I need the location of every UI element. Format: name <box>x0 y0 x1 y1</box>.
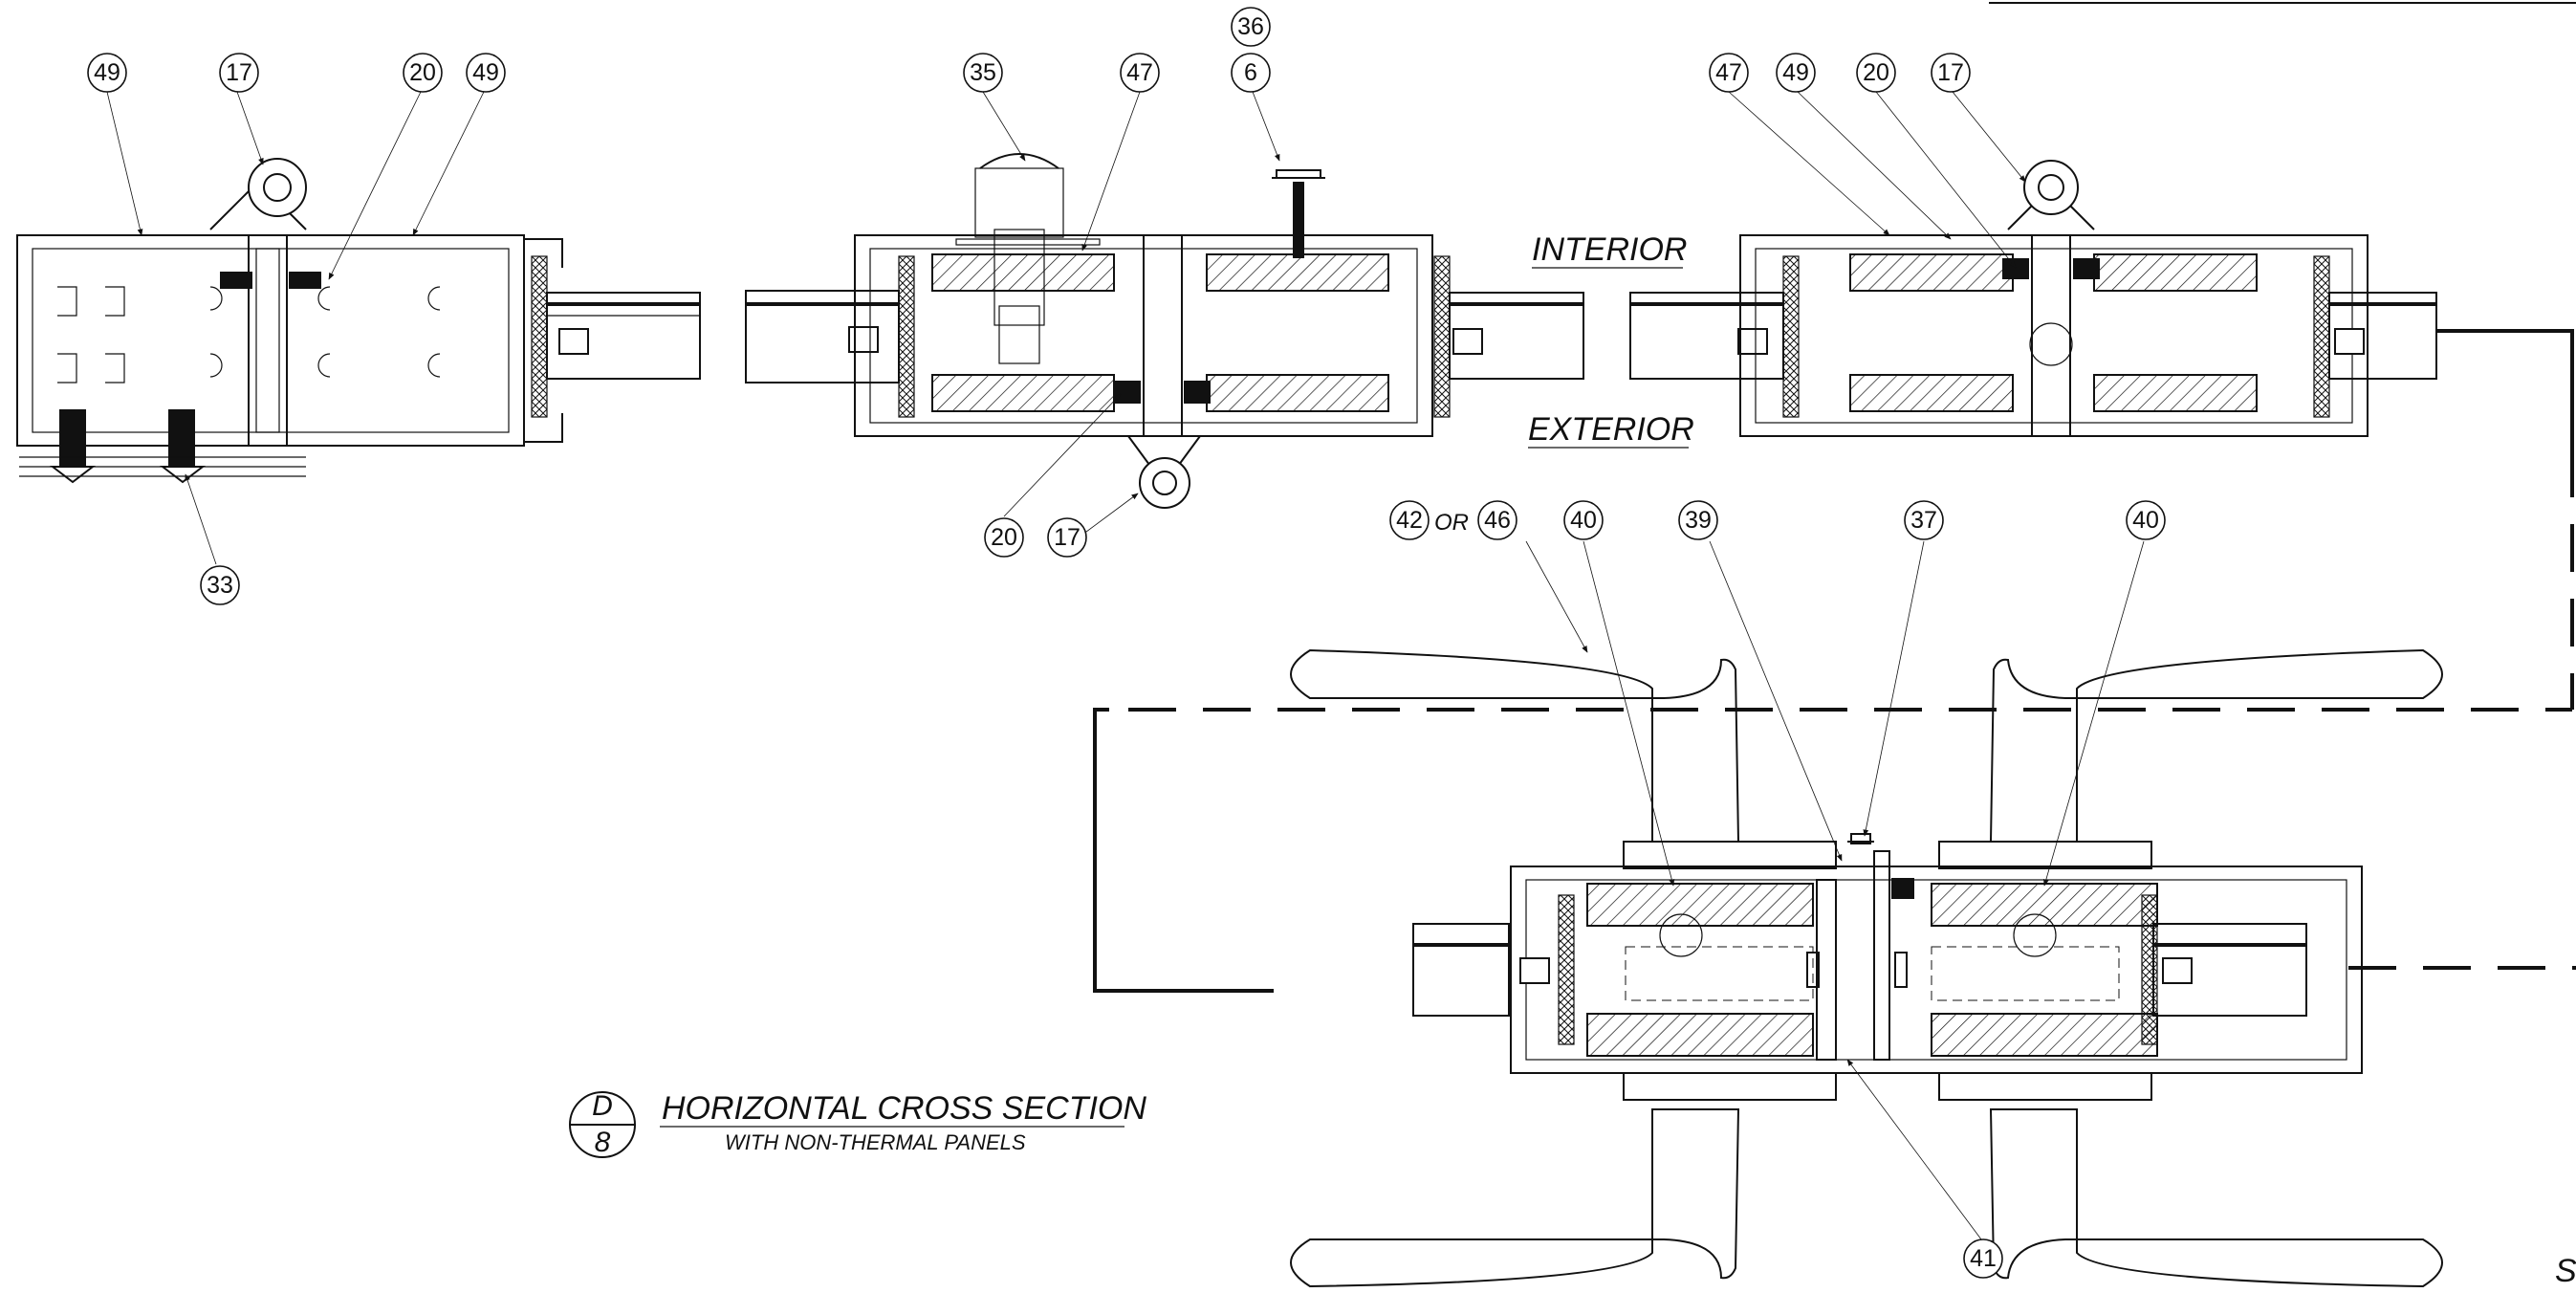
callout-47-center: 47 <box>1120 53 1160 93</box>
callout-49-left: 49 <box>87 53 127 93</box>
callout-20-center: 20 <box>984 517 1024 558</box>
svg-text:35: 35 <box>970 59 996 86</box>
svg-text:20: 20 <box>409 59 436 86</box>
callout-47-right: 47 <box>1709 53 1749 93</box>
detail-outline <box>1093 329 2576 993</box>
section-marker: D 8 <box>569 1090 636 1158</box>
svg-text:40: 40 <box>1570 507 1597 534</box>
section-number: 8 <box>595 1127 611 1158</box>
edge-letter: S <box>2555 1253 2576 1289</box>
svg-text:17: 17 <box>226 59 252 86</box>
svg-text:20: 20 <box>1863 59 1889 86</box>
left-frame-assembly <box>16 158 701 484</box>
exterior-label: EXTERIOR <box>1528 411 1694 448</box>
section-subtitle: WITH NON-THERMAL PANELS <box>725 1130 1026 1154</box>
callout-41: 41 <box>1963 1238 2003 1279</box>
svg-text:6: 6 <box>1244 59 1257 86</box>
callout-37: 37 <box>1904 500 1944 540</box>
interior-label: INTERIOR <box>1532 231 1687 268</box>
callout-17-left: 17 <box>219 53 259 93</box>
svg-text:49: 49 <box>472 59 499 86</box>
right-frame-assembly <box>1629 160 2437 437</box>
callout-36: 36 <box>1231 7 1271 47</box>
center-frame-assembly <box>745 153 1584 509</box>
svg-text:36: 36 <box>1237 13 1264 40</box>
callout-46: 46 <box>1477 500 1517 540</box>
svg-text:33: 33 <box>207 572 233 599</box>
callout-33: 33 <box>200 565 240 605</box>
svg-text:40: 40 <box>2132 507 2159 534</box>
svg-text:47: 47 <box>1715 59 1742 86</box>
svg-text:17: 17 <box>1054 524 1081 551</box>
callout-6: 6 <box>1231 53 1271 93</box>
svg-text:46: 46 <box>1484 507 1511 534</box>
svg-text:42: 42 <box>1396 507 1423 534</box>
callout-40-left: 40 <box>1563 500 1604 540</box>
door-hardware-detail <box>1290 648 2443 1288</box>
callout-42: 42 <box>1389 500 1430 540</box>
callout-49-left-second: 49 <box>466 53 506 93</box>
callout-35: 35 <box>963 53 1003 93</box>
callout-17-right: 17 <box>1931 53 1971 93</box>
section-title: HORIZONTAL CROSS SECTION <box>662 1090 1146 1127</box>
svg-text:49: 49 <box>1782 59 1809 86</box>
callout-20-right: 20 <box>1856 53 1896 93</box>
callout-49-right: 49 <box>1776 53 1816 93</box>
svg-text:41: 41 <box>1970 1245 1997 1272</box>
leader-lines <box>106 91 2145 1240</box>
callout-17-center: 17 <box>1047 517 1087 558</box>
svg-text:17: 17 <box>1937 59 1964 86</box>
svg-text:37: 37 <box>1910 507 1937 534</box>
svg-text:39: 39 <box>1685 507 1712 534</box>
callout-40-right: 40 <box>2126 500 2166 540</box>
svg-text:47: 47 <box>1126 59 1153 86</box>
svg-text:20: 20 <box>991 524 1017 551</box>
callout-39: 39 <box>1678 500 1718 540</box>
svg-text:49: 49 <box>94 59 120 86</box>
section-letter: D <box>592 1090 613 1122</box>
callout-20-left: 20 <box>403 53 443 93</box>
or-label: OR <box>1434 510 1469 536</box>
